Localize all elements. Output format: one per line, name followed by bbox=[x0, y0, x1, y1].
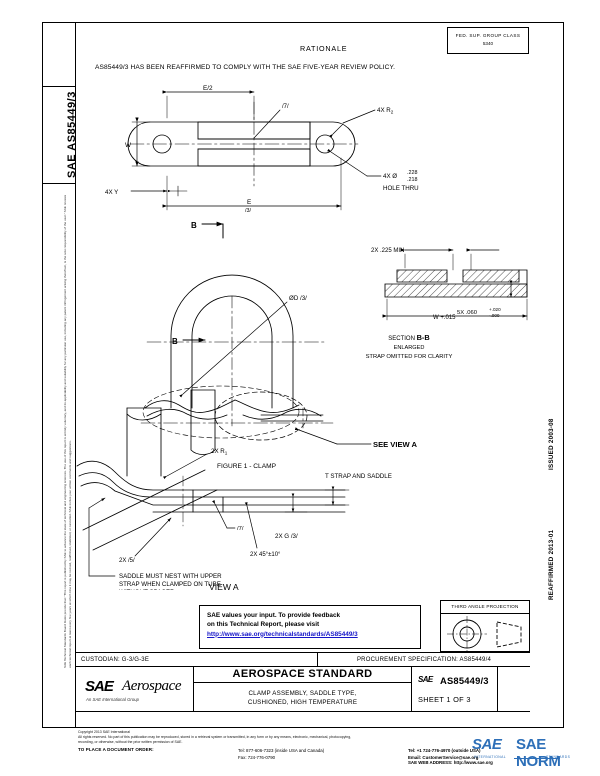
document-number-cell: SAE AS85449/3 SHEET 1 OF 3 bbox=[412, 667, 498, 711]
label-w: W bbox=[125, 142, 132, 149]
page-footer: Copyright 2013 SAE International All rig… bbox=[78, 730, 578, 765]
title-block-row-main: SAE Aerospace An SAE International Group… bbox=[75, 667, 530, 712]
label-e-note: /3/ bbox=[245, 208, 251, 214]
label-5x-060: 5X .060 bbox=[457, 310, 477, 316]
label-5x-060-lower: -.000 bbox=[489, 313, 500, 318]
third-angle-symbol bbox=[447, 616, 522, 652]
label-5x-060-upper: +.020 bbox=[489, 307, 501, 312]
label-section-bb-clarity: STRAP OMITTED FOR CLARITY bbox=[366, 354, 453, 360]
label-2x-5: 2X /5/ bbox=[119, 558, 135, 564]
label-2x-r1: 2X R1 bbox=[211, 448, 228, 456]
label-saddle-note-1: SADDLE MUST NEST WITH UPPER bbox=[119, 573, 222, 580]
label-4x-r2: 4X R2 bbox=[377, 107, 394, 115]
label-4x-y: 4X Y bbox=[105, 189, 118, 196]
label-2x-45: 2X 45°±10° bbox=[250, 552, 281, 558]
sae-aerospace-logo: SAE Aerospace An SAE International Group bbox=[75, 667, 194, 711]
label-figure1: FIGURE 1 - CLAMP bbox=[217, 463, 277, 470]
label-section-bb: SECTION B-B bbox=[388, 333, 429, 342]
watermark-divider bbox=[514, 758, 560, 759]
web-address-url: http://www.sae.org bbox=[453, 760, 493, 765]
fsc-label: FED. SUP. GROUP CLASS bbox=[455, 33, 521, 38]
order-label: TO PLACE A DOCUMENT ORDER: bbox=[78, 747, 154, 752]
label-hole-lower: .218 bbox=[407, 177, 418, 183]
aerospace-logo-text: Aerospace bbox=[122, 678, 182, 694]
watermark-sub-right: STANDARDS bbox=[546, 755, 571, 759]
rationale-body-text: AS85449/3 HAS BEEN REAFFIRMED TO COMPLY … bbox=[95, 64, 396, 71]
label-hole-upper: .228 bbox=[407, 170, 418, 176]
title-block-spare-cell bbox=[498, 667, 530, 711]
label-see-view-a: SEE VIEW A bbox=[373, 440, 418, 449]
label-w-015: W +.015 bbox=[433, 315, 456, 321]
rights-line-2: recording, or otherwise, without the pri… bbox=[78, 740, 183, 744]
drawing-frame-outer bbox=[42, 22, 564, 728]
sae-norm-watermark: SAE SAE NORM INTERNATIONAL STANDARDS bbox=[472, 736, 594, 770]
description-line-1: CLAMP ASSEMBLY, SADDLE TYPE, bbox=[248, 690, 357, 697]
label-note7-b: /7/ bbox=[237, 526, 244, 532]
label-saddle-note-3: WITHOUT SPACER bbox=[119, 589, 175, 590]
watermark-sae-norm: SAE NORM bbox=[516, 736, 561, 770]
watermark-sae: SAE bbox=[472, 736, 502, 753]
copyright-line: Copyright 2013 SAE International bbox=[78, 730, 130, 734]
description-line-2: CUSHIONED, HIGH TEMPERATURE bbox=[247, 699, 358, 706]
feedback-line-1: SAE values your input. To provide feedba… bbox=[207, 612, 341, 619]
label-section-b-top: B bbox=[191, 221, 197, 230]
web-address-row: SAE WEB ADDRESS: http://www.sae.org bbox=[408, 760, 493, 765]
tel-outside-usa: Tel: +1 724-776-4970 (outside USA) bbox=[408, 748, 481, 753]
document-number: AS85449/3 bbox=[440, 675, 489, 686]
rights-line-1: All rights reserved. No part of this pub… bbox=[78, 735, 352, 739]
feedback-url-link[interactable]: http://www.sae.org/technicalstandards/AS… bbox=[207, 630, 358, 638]
label-2x-g: 2X G /3/ bbox=[275, 533, 298, 540]
contact-col-telfax: Tel: 877-606-7323 (inside USA and Canada… bbox=[238, 747, 324, 761]
contact-col-intl: Tel: +1 724-776-4970 (outside USA) Email… bbox=[408, 747, 481, 761]
feedback-line-2: on this Technical Report, please visit bbox=[207, 621, 320, 629]
label-section-bb-enlarged: ENLARGED bbox=[394, 345, 425, 351]
tel-usa: Tel: 877-606-7323 (inside USA and Canada… bbox=[238, 748, 325, 753]
left-margin-cell-id bbox=[42, 87, 75, 184]
third-angle-projection-box: THIRD ANGLE PROJECTION bbox=[440, 600, 530, 652]
label-dia-d: ØD /3/ bbox=[289, 295, 307, 302]
footer-contact-grid: TO PLACE A DOCUMENT ORDER: Tel: 877-606-… bbox=[78, 747, 578, 765]
left-margin-cell-top bbox=[42, 22, 75, 87]
watermark-sub-left: INTERNATIONAL bbox=[474, 755, 507, 759]
vertical-issued-date: ISSUED 2003-08 bbox=[548, 418, 555, 470]
label-note7-a: /7/ bbox=[282, 104, 289, 110]
title-block: CUSTODIAN: G-3/G-3E PROCUREMENT SPECIFIC… bbox=[75, 652, 530, 728]
drawing-frame-inner bbox=[75, 22, 530, 728]
title-block-row-custodian: CUSTODIAN: G-3/G-3E PROCUREMENT SPECIFIC… bbox=[75, 652, 530, 667]
standard-title-cell: AEROSPACE STANDARD CLAMP ASSEMBLY, SADDL… bbox=[194, 667, 412, 711]
third-angle-title: THIRD ANGLE PROJECTION bbox=[441, 601, 529, 614]
feedback-box: SAE values your input. To provide feedba… bbox=[199, 605, 421, 649]
sae-group-tagline: An SAE International Group bbox=[86, 697, 140, 702]
sae-logo-text: SAE bbox=[85, 678, 114, 695]
custodian-cell: CUSTODIAN: G-3/G-3E bbox=[75, 653, 318, 666]
label-hole-thru: HOLE THRU bbox=[383, 185, 419, 192]
fax-number: Fax: 724-776-0790 bbox=[238, 755, 276, 760]
standard-description: CLAMP ASSEMBLY, SADDLE TYPE, CUSHIONED, … bbox=[194, 683, 411, 707]
sae-small-logo: SAE bbox=[418, 675, 433, 684]
label-view-a: VIEW A bbox=[209, 582, 239, 590]
drawing-svg: E/2 W E /3/ /7/ 4X Y 4X R2 4X Ø .228 .21… bbox=[75, 78, 528, 590]
fsc-code: 5340 bbox=[482, 41, 494, 46]
label-4x-dia: 4X Ø bbox=[383, 173, 397, 180]
label-e: E bbox=[247, 199, 251, 206]
rationale-heading: RATIONALE bbox=[300, 44, 348, 53]
label-saddle-note-2: STRAP WHEN CLAMPED ON TUBE bbox=[119, 581, 221, 588]
web-address-label: SAE WEB ADDRESS: bbox=[408, 760, 453, 765]
document-number-row: SAE AS85449/3 bbox=[412, 667, 497, 691]
fed-supply-class-box: FED. SUP. GROUP CLASS 5340 bbox=[447, 27, 529, 54]
engineering-drawing-area: E/2 W E /3/ /7/ 4X Y 4X R2 4X Ø .228 .21… bbox=[75, 78, 530, 590]
vertical-reaffirmed-date: REAFFIRMED 2013-01 bbox=[548, 529, 555, 600]
label-225-min: 2X .225 MIN bbox=[371, 248, 404, 254]
vertical-disclaimer-text: SAE Technical Standards Board Rules prov… bbox=[63, 194, 73, 668]
procurement-spec-cell: PROCUREMENT SPECIFICATION: AS85449/4 bbox=[356, 657, 491, 663]
sheet-number: SHEET 1 OF 3 bbox=[418, 695, 471, 704]
label-e-half: E/2 bbox=[203, 85, 213, 92]
label-t-strap: T STRAP AND SADDLE bbox=[325, 473, 392, 480]
aerospace-standard-label: AEROSPACE STANDARD bbox=[194, 667, 411, 683]
customer-email: Email: CustomerService@sae.org bbox=[408, 755, 479, 760]
label-section-b-side: B bbox=[172, 337, 178, 346]
